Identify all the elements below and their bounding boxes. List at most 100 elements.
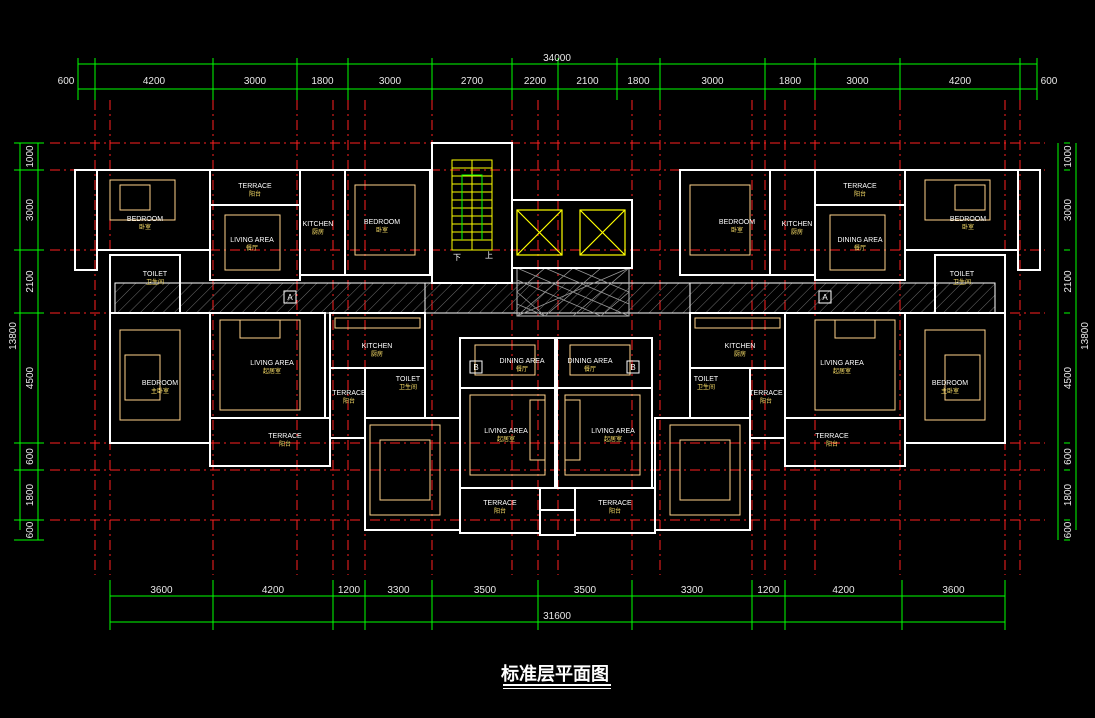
top-dim-value: 600 — [58, 76, 75, 87]
room-label-cn: 餐厅 — [246, 244, 258, 252]
overall-bottom-dim: 31600 — [543, 611, 571, 622]
bottom-dim-value: 4200 — [262, 585, 285, 596]
overall-top-dim: 34000 — [543, 53, 571, 64]
right-dim-value: 600 — [1063, 448, 1074, 465]
room-label-cn: 卫生间 — [399, 383, 417, 391]
room-label-cn: 卫生间 — [953, 278, 971, 286]
unit-mark-box — [626, 360, 640, 374]
room-label: KITCHEN — [303, 221, 334, 228]
bottom-dim-value: 3600 — [942, 585, 965, 596]
dimension-text: 34000 600 4200 3000 1800 3000 2700 2200 2100 1800… — [8, 53, 1091, 622]
room-label: BEDROOM — [719, 219, 755, 226]
room-label-cn: 阳台 — [854, 190, 866, 198]
right-dim-value: 1000 — [1063, 145, 1074, 168]
top-dim-value: 4200 — [143, 76, 166, 87]
left-dim-value: 3000 — [25, 198, 36, 221]
bottom-dim-value: 1200 — [757, 585, 780, 596]
room-label: LIVING AREA — [250, 360, 294, 367]
room-label-cn: 卫生间 — [146, 278, 164, 286]
room-label-cn: 起居室 — [833, 367, 851, 375]
top-dim-value: 3000 — [846, 76, 869, 87]
room-label-cn: 起居室 — [263, 367, 281, 375]
bottom-dim-value: 1200 — [338, 585, 361, 596]
room-label-cn: 阳台 — [760, 397, 772, 405]
room-label: BEDROOM — [127, 216, 163, 223]
room-label: DINING AREA — [499, 358, 544, 365]
room-label: TERRACE — [598, 500, 632, 507]
room-label-cn: 餐厅 — [584, 365, 596, 373]
room-label-cn: 卧室 — [376, 226, 388, 234]
room-label: LIVING AREA — [591, 428, 635, 435]
walls — [74, 142, 1041, 536]
top-dim-value: 3000 — [701, 76, 724, 87]
room-label: LIVING AREA — [230, 237, 274, 244]
room-label-cn: 卧室 — [731, 226, 743, 234]
title-underline — [503, 684, 611, 686]
unit-mark: B — [630, 363, 635, 372]
room-label-cn: 厨房 — [791, 228, 803, 236]
room-label: TOILET — [950, 271, 975, 278]
right-dim-value: 1800 — [1063, 483, 1074, 506]
room-label-cn: 厨房 — [312, 228, 324, 236]
bottom-dim-value: 3500 — [574, 585, 597, 596]
room-label: LIVING AREA — [484, 428, 528, 435]
room-label: KITCHEN — [725, 343, 756, 350]
room-label-cn: 餐厅 — [854, 244, 866, 252]
top-dim-value: 2200 — [524, 76, 547, 87]
left-dim-value: 4500 — [25, 366, 36, 389]
room-label: BEDROOM — [142, 380, 178, 387]
room-label-cn: 阳台 — [494, 507, 506, 515]
unit-mark-box — [818, 290, 832, 304]
room-label: TOILET — [143, 271, 168, 278]
room-label-cn: 卧室 — [962, 223, 974, 231]
room-label: KITCHEN — [362, 343, 393, 350]
room-label: BEDROOM — [364, 219, 400, 226]
top-dim-value: 3000 — [379, 76, 402, 87]
room-label-cn: 阳台 — [279, 440, 291, 448]
room-label: TERRACE — [815, 433, 849, 440]
elevator-shafts — [516, 209, 626, 256]
top-dim-value: 2100 — [576, 76, 599, 87]
room-label-cn: 厨房 — [371, 350, 383, 358]
bottom-dim-value: 3600 — [150, 585, 173, 596]
room-label: LIVING AREA — [820, 360, 864, 367]
top-dim-value: 2700 — [461, 76, 484, 87]
drawing-title: 标准层平面图 — [501, 664, 609, 685]
left-total-dim: 13800 — [8, 322, 19, 350]
room-label-cn: 餐厅 — [516, 365, 528, 373]
room-label: KITCHEN — [782, 221, 813, 228]
left-dim-value: 600 — [25, 448, 36, 465]
room-label-cn: 卫生间 — [697, 383, 715, 391]
room-label: TOILET — [396, 376, 421, 383]
top-dim-value: 1800 — [627, 76, 650, 87]
left-dim-value: 1000 — [25, 145, 36, 168]
right-dim-value: 2100 — [1063, 270, 1074, 293]
bottom-dim-value: 3300 — [387, 585, 410, 596]
room-label-cn: 起居室 — [497, 435, 515, 443]
top-dim-value: 3000 — [244, 76, 267, 87]
top-dim-value: 600 — [1041, 76, 1058, 87]
room-label: TERRACE — [268, 433, 302, 440]
left-dim-value: 1800 — [25, 483, 36, 506]
unit-mark: A — [822, 293, 828, 302]
room-label-cn: 主卧室 — [941, 387, 959, 395]
room-label-cn: 起居室 — [604, 435, 622, 443]
corridor-hatch — [114, 267, 996, 317]
room-label-cn: 厨房 — [734, 350, 746, 358]
room-label: TERRACE — [483, 500, 517, 507]
bottom-dim-value: 3500 — [474, 585, 497, 596]
room-label: DINING AREA — [567, 358, 612, 365]
title-underline-thin — [503, 688, 611, 689]
stair-down-label: 下 — [453, 253, 461, 262]
top-dim-value: 1800 — [311, 76, 334, 87]
room-label-cn: 阳台 — [609, 507, 621, 515]
room-label: TERRACE — [238, 183, 272, 190]
right-total-dim: 13800 — [1080, 322, 1091, 350]
unit-mark: B — [473, 363, 478, 372]
dimension-lines — [14, 58, 1077, 630]
furniture — [109, 179, 991, 516]
